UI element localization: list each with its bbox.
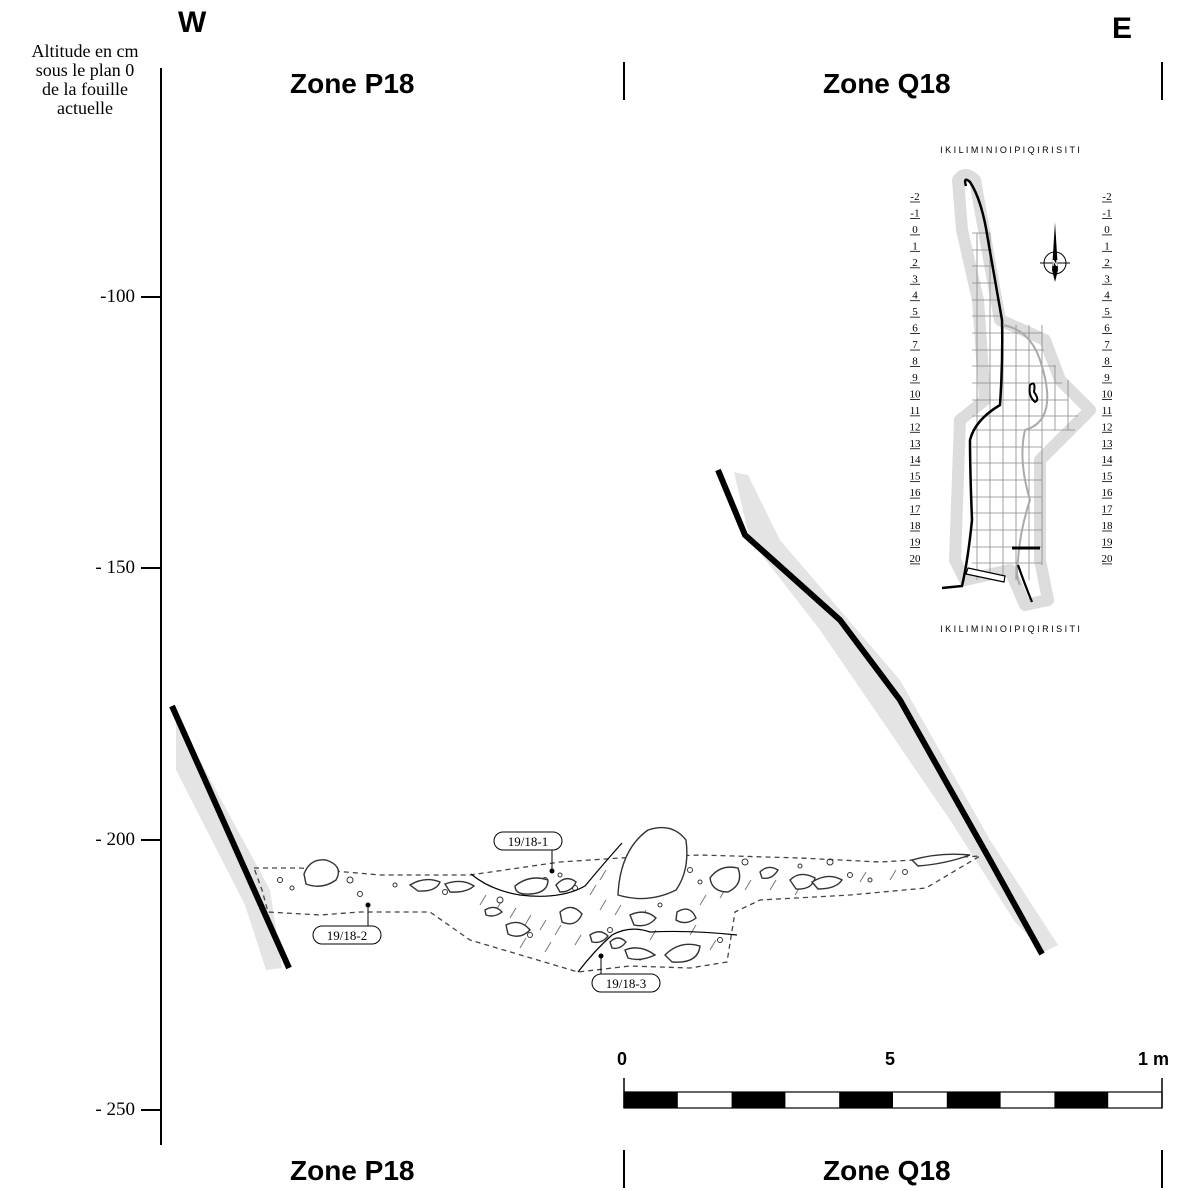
inset-row-label: -1	[910, 207, 919, 219]
inset-row-label: 9	[912, 372, 918, 384]
inset-row-label: 19	[910, 536, 922, 548]
west-wall	[169, 704, 292, 970]
inset-row-label: 7	[912, 339, 918, 351]
inset-row-label: -2	[1102, 191, 1111, 203]
sample-label: 19/18-2	[327, 928, 367, 943]
inset-row-label: 13	[1102, 438, 1114, 450]
inset-row-label: 15	[1102, 471, 1114, 483]
inset-row-label: 18	[1102, 520, 1114, 532]
north-arrow-icon: N	[1040, 222, 1070, 282]
inset-row-label: 9	[1104, 372, 1110, 384]
inset-row-label: 8	[1104, 356, 1110, 368]
inset-row-label: 14	[910, 454, 922, 466]
zone-label-bottom-p18: Zone P18	[290, 1155, 415, 1186]
inset-row-label: 2	[912, 257, 918, 269]
inset-row-label: 20	[910, 553, 922, 565]
inset-row-label: 18	[910, 520, 922, 532]
sample-19-18-3: 19/18-3	[591, 953, 661, 993]
inset-row-label: 5	[1104, 306, 1110, 318]
scale-bar	[623, 1078, 1163, 1109]
axis-title-line: actuelle	[57, 98, 113, 118]
inset-row-label: 7	[1104, 339, 1110, 351]
inset-row-label: 0	[1104, 224, 1110, 236]
inset-row-label: 3	[912, 273, 918, 285]
inset-row-label: 16	[1102, 487, 1114, 499]
sample-19-18-2: 19/18-2	[312, 902, 382, 945]
inset-row-label: 20	[1102, 553, 1114, 565]
inset-row-label: 8	[912, 356, 918, 368]
inset-row-label: 3	[1104, 273, 1110, 285]
tick-label: - 150	[95, 557, 135, 578]
inset-row-label: 11	[1102, 405, 1113, 417]
tick-label: - 250	[95, 1099, 135, 1120]
scale-label-1m: 1 m	[1138, 1049, 1170, 1069]
inset-row-label: 12	[1102, 421, 1113, 433]
east-wall	[715, 468, 1058, 956]
inset-row-label: 14	[1102, 454, 1114, 466]
west-label: W	[178, 6, 207, 39]
inset-column-letters-bottom: I K I L I M I N I O I P I Q I R I S I T …	[940, 624, 1080, 634]
east-label: E	[1112, 12, 1133, 45]
inset-west-wall	[941, 178, 1004, 590]
inset-row-label: 4	[1104, 290, 1110, 302]
inset-row-label: 10	[910, 388, 922, 400]
axis-title-line: Altitude en cm	[31, 41, 139, 61]
inset-row-label: 19	[1102, 536, 1114, 548]
inset-row-label: -1	[1102, 207, 1111, 219]
north-label: N	[1052, 259, 1058, 268]
inset-grid	[972, 232, 1078, 580]
inset-row-label: 2	[1104, 257, 1110, 269]
sediment-fill	[253, 826, 981, 973]
inset-row-label: 13	[910, 438, 922, 450]
scale-label-5: 5	[885, 1049, 896, 1069]
inset-row-label: 6	[1104, 323, 1110, 335]
inset-column-letters-top: I K I L I M I N I O I P I Q I R I S I T …	[940, 145, 1080, 155]
inset-row-label: 1	[1104, 240, 1110, 252]
inset-row-label: -2	[910, 191, 919, 203]
inset-row-label: 5	[912, 306, 918, 318]
tick-label: - 200	[95, 829, 135, 850]
inset-row-label: 0	[912, 224, 918, 236]
inset-row-label: 15	[910, 471, 922, 483]
sample-19-18-1: 19/18-1	[493, 831, 563, 874]
inset-row-label: 10	[1102, 388, 1114, 400]
inset-row-label: 12	[910, 421, 921, 433]
sample-label: 19/18-1	[508, 834, 548, 849]
zone-label-bottom-q18: Zone Q18	[823, 1155, 951, 1186]
axis-title-line: sous le plan 0	[35, 60, 135, 80]
inset-plan-map: I K I L I M I N I O I P I Q I R I S I T …	[940, 145, 1096, 634]
inset-east-wall	[1002, 324, 1049, 586]
scale-label-0: 0	[617, 1049, 628, 1069]
inset-row-label: 1	[912, 240, 918, 252]
inset-row-label: 17	[1102, 504, 1114, 516]
inset-row-label: 6	[912, 323, 918, 335]
tick-label: -100	[100, 286, 135, 307]
inset-row-label: 4	[912, 290, 918, 302]
zone-label-top-p18: Zone P18	[290, 68, 415, 99]
axis-title-line: de la fouille	[42, 79, 128, 99]
inset-row-label: 11	[910, 405, 921, 417]
sample-label: 19/18-3	[606, 976, 646, 991]
zone-label-top-q18: Zone Q18	[823, 68, 951, 99]
inset-row-label: 17	[910, 504, 922, 516]
axis-title: Altitude en cm sous le plan 0 de la foui…	[0, 42, 170, 118]
inset-row-label: 16	[910, 487, 922, 499]
